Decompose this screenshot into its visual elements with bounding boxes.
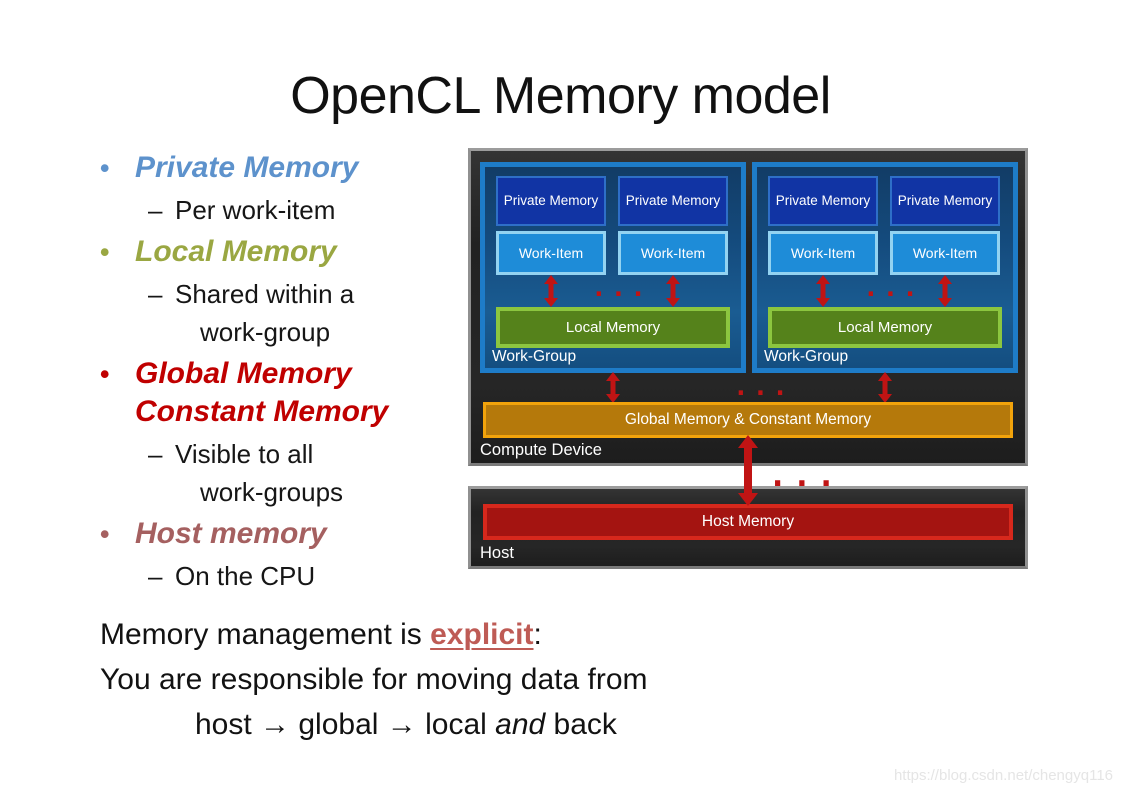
ellipsis-dots: ... — [733, 372, 792, 402]
sub-item: – On the CPU — [148, 555, 480, 597]
work-group-box: Private Memory Private Memory Work-Item … — [480, 162, 746, 373]
heading-label: Global Memory — [135, 357, 352, 390]
arrow-work-item-local-icon — [666, 275, 680, 307]
host-label: Host — [480, 544, 514, 562]
dash-icon: – — [148, 439, 163, 469]
bullet-icon: • — [100, 153, 110, 183]
private-memory-box: Private Memory — [768, 176, 878, 226]
local-memory-bar: Local Memory — [496, 307, 730, 348]
footer-line-2: You are responsible for moving data from — [100, 663, 648, 696]
work-item-box: Work-Item — [618, 231, 728, 275]
dash-icon: – — [148, 195, 163, 225]
memory-types-list: • Private Memory – Per work-item • Local… — [100, 147, 480, 597]
footer-line-3: host → global → local and back — [100, 702, 648, 747]
compute-device-label: Compute Device — [480, 441, 602, 459]
work-group-box: Private Memory Private Memory Work-Item … — [752, 162, 1018, 373]
explicit-emphasis: explicit — [430, 618, 534, 651]
heading-global-memory: • Global Memory — [100, 353, 480, 395]
sub-item-label: Shared within a — [175, 279, 355, 309]
list-item-local-memory: • Local Memory – Shared within a work-gr… — [100, 231, 480, 353]
footer-line3-prefix: host → global → local — [195, 708, 496, 741]
footer-line1-prefix: Memory management is — [100, 618, 431, 651]
footer-line-1: Memory management is explicit: — [100, 612, 648, 657]
arrow-work-item-local-icon — [816, 275, 830, 307]
work-item-box: Work-Item — [768, 231, 878, 275]
sub-item-label: Visible to all — [175, 439, 314, 469]
page-title: OpenCL Memory model — [290, 67, 831, 125]
compute-device-frame: Private Memory Private Memory Work-Item … — [468, 148, 1028, 466]
arrow-work-item-local-icon — [938, 275, 952, 307]
watermark-url: https://blog.csdn.net/chengyq116 — [893, 767, 1113, 784]
sub-item-label: Per work-item — [175, 195, 336, 225]
private-memory-box: Private Memory — [890, 176, 1000, 226]
private-memory-box: Private Memory — [496, 176, 606, 226]
list-item-private-memory: • Private Memory – Per work-item — [100, 147, 480, 231]
arrow-workgroup-global-icon — [606, 372, 620, 403]
arrow-workgroup-global-icon — [878, 372, 892, 403]
local-memory-bar: Local Memory — [768, 307, 1002, 348]
heading-label: Local Memory — [135, 235, 337, 268]
work-item-box: Work-Item — [890, 231, 1000, 275]
list-item-global-memory: • Global Memory Constant Memory – Visibl… — [100, 353, 480, 513]
bullet-icon: • — [100, 519, 110, 549]
heading-constant-memory: Constant Memory — [135, 395, 389, 428]
heading-private-memory: • Private Memory — [100, 147, 480, 189]
arrow-global-host-icon — [738, 435, 758, 506]
list-item-host-memory: • Host memory – On the CPU — [100, 513, 480, 597]
private-memory-box: Private Memory — [618, 176, 728, 226]
work-item-box: Work-Item — [496, 231, 606, 275]
sub-item-continuation: work-groups — [200, 477, 344, 507]
sub-item: – Per work-item — [148, 189, 480, 231]
bullet-icon: • — [100, 237, 110, 267]
work-group-label: Work-Group — [764, 348, 849, 365]
ellipsis-dots: ... — [768, 456, 841, 494]
bullet-icon: • — [100, 359, 110, 389]
footer-line3-italic: and — [495, 708, 546, 741]
sub-item-label: On the CPU — [175, 561, 316, 591]
sub-item: – Shared within a — [148, 273, 480, 315]
heading-local-memory: • Local Memory — [100, 231, 480, 273]
host-memory-bar: Host Memory — [483, 504, 1013, 540]
footer-text: Memory management is explicit: You are r… — [100, 612, 648, 747]
heading-label: Host memory — [135, 517, 327, 550]
sub-item-continuation: work-group — [200, 317, 331, 347]
heading-label: Private Memory — [135, 151, 359, 184]
opencl-memory-diagram: Private Memory Private Memory Work-Item … — [468, 148, 1028, 569]
global-memory-bar: Global Memory & Constant Memory — [483, 402, 1013, 438]
arrow-work-item-local-icon — [544, 275, 558, 307]
heading-host-memory: • Host memory — [100, 513, 480, 555]
footer-line1-suffix: : — [533, 618, 542, 651]
work-group-label: Work-Group — [492, 348, 577, 365]
ellipsis-dots: ... — [591, 273, 650, 303]
dash-icon: – — [148, 561, 163, 591]
sub-item: – Visible to all — [148, 433, 480, 475]
ellipsis-dots: ... — [863, 273, 922, 303]
footer-line3-suffix: back — [545, 708, 617, 741]
dash-icon: – — [148, 279, 163, 309]
